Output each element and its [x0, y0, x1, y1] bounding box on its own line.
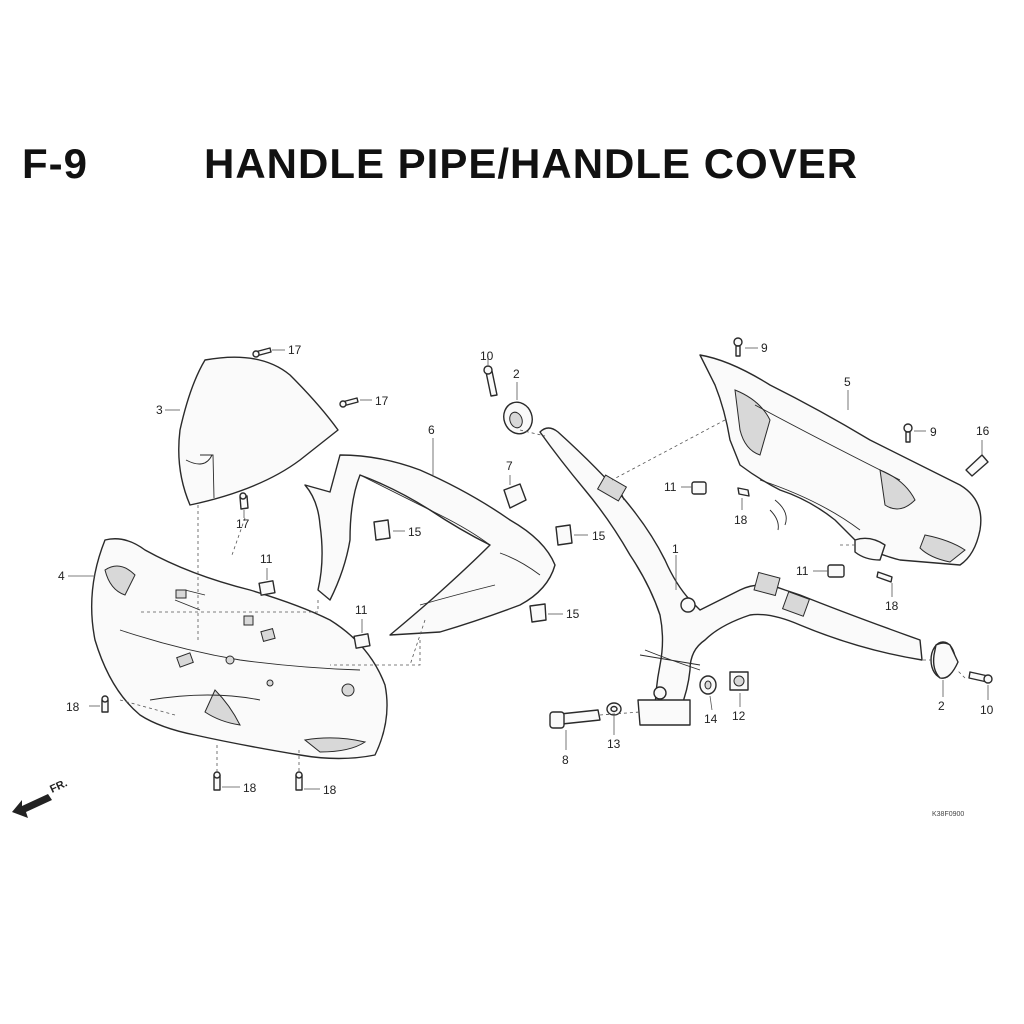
drawing-reference: K38F0900: [932, 811, 964, 818]
callout-5: 5: [844, 375, 851, 389]
callout-15: 15: [408, 525, 422, 539]
grip-end-weight-upper: [483, 365, 533, 435]
grip-end-weight-lower: [930, 641, 993, 684]
rear-handle-cover-part: [304, 454, 556, 636]
callout-12: 12: [732, 709, 746, 723]
callout-9: 9: [761, 341, 768, 355]
figure-header: F-9 HANDLE PIPE/HANDLE COVER: [22, 140, 1002, 200]
callout-13: 13: [607, 737, 621, 751]
fasteners: [101, 337, 989, 791]
callout-18: 18: [243, 781, 257, 795]
callout-8: 8: [562, 753, 569, 767]
callout-18: 18: [323, 783, 337, 797]
figure-title: HANDLE PIPE/HANDLE COVER: [204, 140, 859, 187]
callout-18: 18: [66, 700, 80, 714]
handle-pipe-part: [539, 427, 923, 726]
callout-18: 18: [734, 513, 748, 527]
callout-3: 3: [156, 403, 163, 417]
callout-17: 17: [236, 517, 250, 531]
rear-cover-bracket-part: [699, 354, 982, 566]
callout-15: 15: [566, 607, 580, 621]
front-arrow-icon: [12, 794, 52, 818]
callout-11: 11: [260, 552, 273, 566]
leader-lines: [68, 347, 989, 790]
callout-14: 14: [704, 712, 718, 726]
front-handle-cover-part: [90, 538, 388, 760]
windscreen-part: [178, 356, 339, 506]
clip-7-part: [503, 483, 527, 509]
callout-11: 11: [796, 564, 809, 578]
washer-13-part: [606, 702, 622, 716]
callout-4: 4: [58, 569, 65, 583]
callout-6: 6: [428, 423, 435, 437]
nut-12-part: [729, 671, 749, 691]
callout-17: 17: [288, 343, 302, 357]
callout-10: 10: [980, 703, 994, 717]
callout-2: 2: [938, 699, 945, 713]
callout-15: 15: [592, 529, 606, 543]
callout-11: 11: [355, 603, 368, 617]
front-direction-marker: FR.: [12, 777, 69, 818]
nut-14-part: [699, 675, 717, 695]
callout-11: 11: [664, 480, 677, 494]
front-marker-label: FR.: [48, 777, 69, 795]
callout-16: 16: [976, 424, 990, 438]
callout-10: 10: [480, 349, 494, 363]
callout-9: 9: [930, 425, 937, 439]
callout-18: 18: [885, 599, 899, 613]
callout-1: 1: [672, 542, 679, 556]
pinch-bolt-part: [549, 709, 601, 729]
callout-2: 2: [513, 367, 520, 381]
callout-7: 7: [506, 459, 513, 473]
callout-labels: 17 17 17 3 4 6 7 2 10 15 15 15 11 11 9 5…: [58, 341, 994, 797]
figure-code: F-9: [22, 140, 88, 187]
callout-17: 17: [375, 394, 389, 408]
